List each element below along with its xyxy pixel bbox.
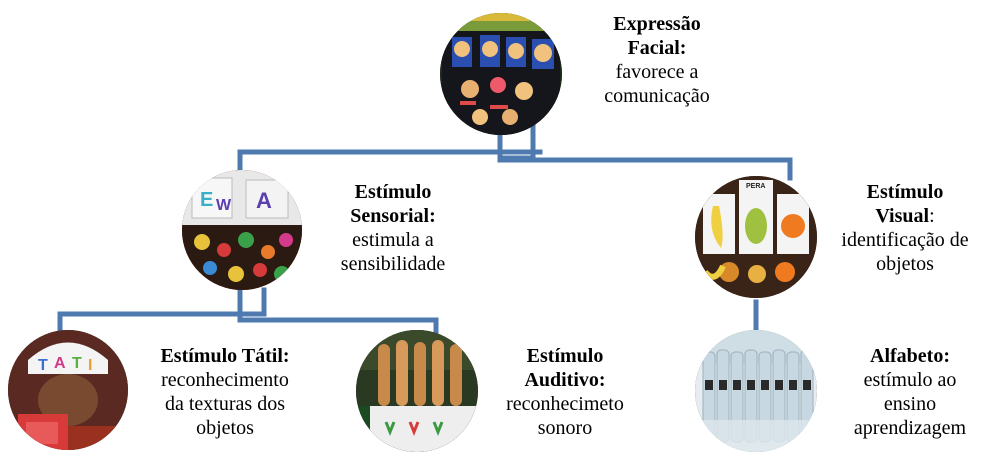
estimulo-visual-label: Estímulo Visual: identificação de objeto…	[820, 180, 990, 276]
alfabeto-label: Alfabeto: estímulo ao ensino aprendizage…	[830, 344, 990, 440]
svg-text:A: A	[54, 355, 66, 372]
expressao-facial-photo	[440, 13, 562, 135]
estimulo-sensorial-image: E W A	[182, 170, 302, 290]
expressao-facial-image	[440, 13, 562, 135]
svg-text:T: T	[72, 355, 82, 372]
estimulo-tatil-title-1: Estímulo Tátil:	[160, 345, 290, 367]
estimulo-tatil-desc-3: objetos	[196, 417, 254, 439]
estimulo-visual-desc-2: objetos	[876, 253, 934, 275]
estimulo-tatil-image: T A T I	[8, 330, 128, 450]
estimulo-sensorial-desc-2: sensibilidade	[340, 253, 446, 275]
alfabeto-desc-3: aprendizagem	[853, 417, 967, 439]
estimulo-auditivo-photo	[356, 330, 478, 452]
svg-text:T: T	[38, 357, 48, 374]
estimulo-auditivo-label: Estímulo Auditivo: reconhecimeto sonoro	[480, 344, 650, 440]
expressao-facial-desc-2: comunicação	[604, 85, 710, 107]
estimulo-visual-title-1: Estímulo	[866, 181, 944, 203]
alfabeto-image	[695, 330, 817, 452]
pera-label: PERA	[746, 183, 765, 190]
svg-text:I: I	[88, 357, 92, 374]
alfabeto-title-1: Alfabeto:	[870, 345, 950, 367]
alfabeto-desc-1: estímulo ao	[863, 369, 957, 391]
estimulo-tatil-photo: T A T I	[8, 330, 128, 450]
estimulo-visual-title-colon: :	[929, 205, 935, 227]
alfabeto-photo	[695, 330, 817, 452]
estimulo-sensorial-title-2: Sensorial:	[350, 205, 436, 227]
expressao-facial-title-1: Expressão	[613, 13, 701, 35]
estimulo-auditivo-desc-2: sonoro	[537, 417, 593, 439]
alfabeto-desc-2: ensino	[883, 393, 937, 415]
expressao-facial-desc-1: favorece a	[615, 61, 699, 83]
estimulo-visual-photo: PERA	[695, 176, 817, 298]
svg-text:W: W	[216, 197, 232, 214]
svg-text:A: A	[256, 188, 272, 213]
estimulo-auditivo-image	[356, 330, 478, 452]
estimulo-auditivo-title-2: Auditivo:	[524, 369, 606, 391]
estimulo-tatil-desc-1: reconhecimento	[161, 369, 289, 391]
estimulo-auditivo-title-1: Estímulo	[526, 345, 604, 367]
estimulo-tatil-desc-2: da texturas dos	[165, 393, 285, 415]
estimulo-sensorial-label: Estímulo Sensorial: estimula a sensibili…	[318, 180, 468, 276]
expressao-facial-title-2: Facial:	[627, 37, 687, 59]
estimulo-sensorial-desc-1: estimula a	[352, 229, 434, 251]
estimulo-visual-image: PERA	[695, 176, 817, 298]
svg-text:E: E	[200, 189, 213, 211]
estimulo-visual-desc-1: identificação de	[841, 229, 969, 251]
estimulo-tatil-label: Estímulo Tátil: reconhecimento da textur…	[130, 344, 320, 440]
estimulo-visual-title-2: Visual	[875, 205, 930, 227]
estimulo-sensorial-photo: E W A	[182, 170, 302, 290]
estimulo-auditivo-desc-1: reconhecimeto	[506, 393, 624, 415]
estimulo-sensorial-title-1: Estímulo	[354, 181, 432, 203]
estimulo-visual-title-2-wrap: Visual:	[820, 204, 990, 228]
expressao-facial-label: Expressão Facial: favorece a comunicação	[572, 12, 742, 108]
